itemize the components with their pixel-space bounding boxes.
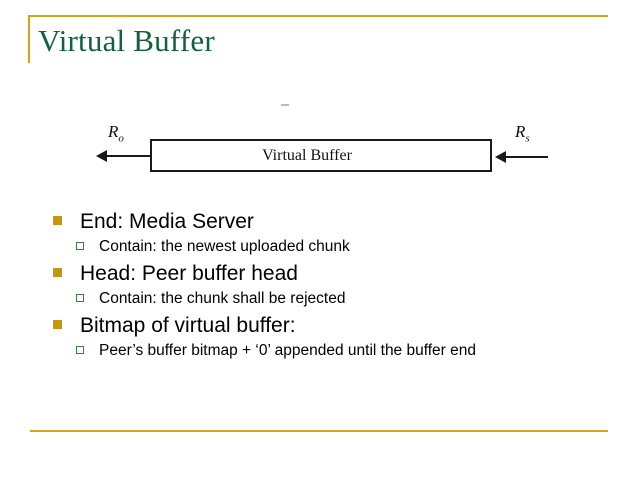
figure-artifact-dash bbox=[281, 104, 289, 106]
left-arrow-head-icon bbox=[96, 150, 107, 162]
title-top-rule bbox=[28, 15, 608, 17]
list-item-label: Peer’s buffer bitmap + ‘0’ appended unti… bbox=[99, 342, 477, 359]
page-title: Virtual Buffer bbox=[38, 23, 215, 58]
bullet-list: End: Media Server Contain: the newest up… bbox=[0, 208, 638, 364]
list-item: End: Media Server bbox=[0, 208, 638, 235]
list-item-label: Bitmap of virtual buffer: bbox=[80, 314, 296, 337]
list-item-label: Contain: the newest uploaded chunk bbox=[99, 238, 350, 255]
label-ro-subscript: o bbox=[118, 132, 124, 145]
list-item: Head: Peer buffer head bbox=[0, 260, 638, 287]
right-arrow-head-icon bbox=[495, 151, 506, 163]
label-rs: Rs bbox=[515, 122, 530, 144]
list-item-label: Head: Peer buffer head bbox=[80, 262, 298, 285]
list-item: Contain: the newest uploaded chunk bbox=[0, 236, 638, 258]
label-rs-base: R bbox=[515, 122, 526, 141]
list-item-label: End: Media Server bbox=[80, 210, 254, 233]
bullet-hollow-square-icon bbox=[76, 294, 84, 302]
right-arrow-shaft bbox=[506, 156, 548, 158]
bullet-square-icon bbox=[53, 268, 62, 277]
list-item-label: Contain: the chunk shall be rejected bbox=[99, 290, 346, 307]
list-item: Bitmap of virtual buffer: bbox=[0, 312, 638, 339]
left-arrow-shaft bbox=[104, 155, 151, 157]
virtual-buffer-box-label: Virtual Buffer bbox=[262, 146, 352, 164]
bullet-hollow-square-icon bbox=[76, 242, 84, 250]
list-item: Peer’s buffer bitmap + ‘0’ appended unti… bbox=[0, 340, 638, 362]
label-rs-subscript: s bbox=[525, 132, 530, 145]
bullet-hollow-square-icon bbox=[76, 346, 84, 354]
label-ro-base: R bbox=[108, 122, 119, 141]
label-ro: Ro bbox=[108, 122, 124, 144]
title-left-rule bbox=[28, 15, 30, 63]
bullet-square-icon bbox=[53, 216, 62, 225]
list-item: Contain: the chunk shall be rejected bbox=[0, 288, 638, 310]
virtual-buffer-diagram: Ro Virtual Buffer Rs bbox=[0, 95, 638, 190]
virtual-buffer-box: Virtual Buffer bbox=[150, 139, 492, 172]
bullet-square-icon bbox=[53, 320, 62, 329]
footer-rule bbox=[30, 430, 608, 432]
